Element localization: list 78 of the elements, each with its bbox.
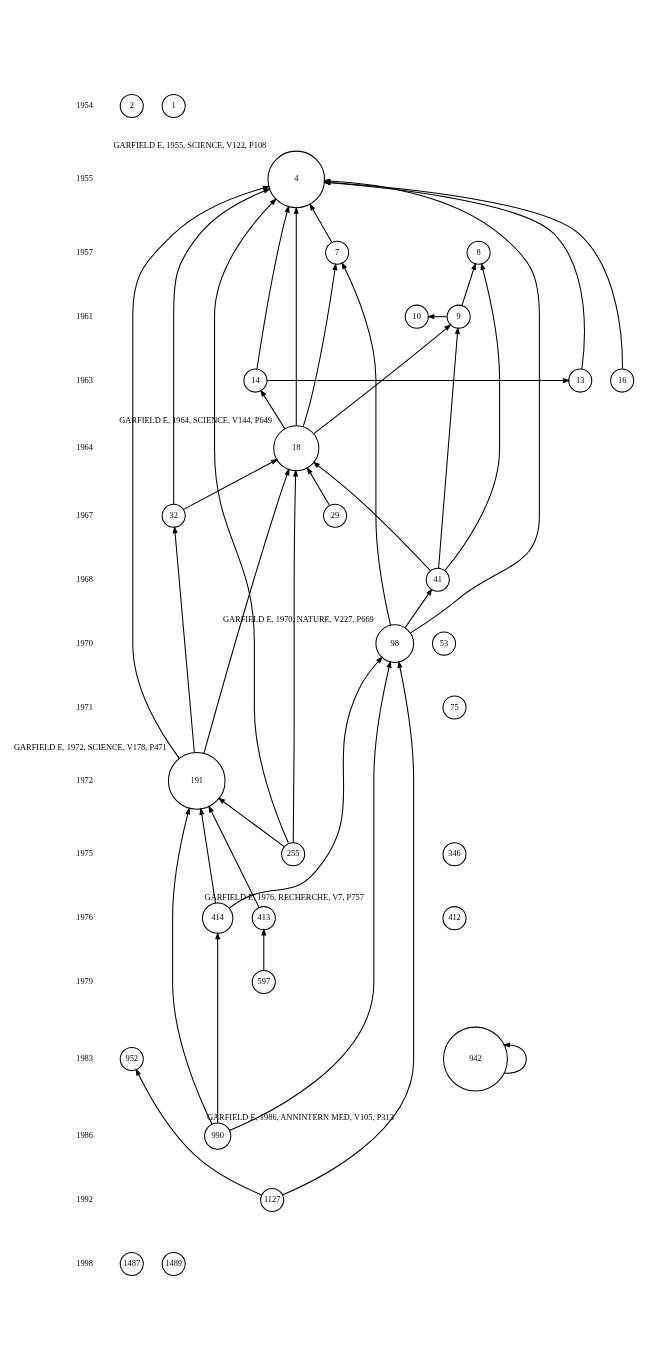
arrow	[215, 931, 221, 1123]
arrow	[229, 659, 392, 1131]
label: 1976	[76, 912, 93, 922]
arrow	[309, 202, 333, 243]
node-label: GARFIELD E, 1972, SCIENCE, V178, P471	[14, 742, 167, 752]
arrow	[183, 458, 279, 510]
arrow	[312, 461, 431, 571]
node-circle: 13	[568, 368, 593, 393]
arrow	[282, 660, 415, 1195]
arrow	[172, 806, 213, 1124]
arrow	[341, 261, 392, 626]
label: 1964	[76, 442, 93, 452]
arrow	[306, 466, 331, 506]
node-circle: 8	[466, 240, 491, 265]
label: 1998	[76, 1258, 93, 1268]
arrow	[256, 204, 290, 369]
arrow	[229, 655, 383, 908]
arrow	[427, 313, 448, 319]
node-circle: 1	[161, 93, 186, 118]
node-circle: 952	[119, 1046, 144, 1071]
label: 1967	[76, 510, 93, 520]
node-circle: 7	[325, 240, 350, 265]
label: 1979	[76, 976, 93, 986]
label: 1955	[76, 173, 93, 183]
arrow	[438, 326, 460, 568]
label: 1971	[76, 702, 93, 712]
label: 1970	[76, 638, 93, 648]
arrow	[322, 177, 540, 633]
arrow	[313, 323, 452, 434]
label: 1975	[76, 848, 93, 858]
node-circle: 346	[442, 841, 467, 866]
arrow	[261, 927, 267, 971]
node-circle: 597	[251, 969, 276, 994]
node-circle: 1127	[260, 1187, 285, 1212]
arrow	[214, 197, 290, 844]
node-circle: 53	[431, 631, 457, 656]
arrow	[260, 388, 286, 429]
arrow	[132, 185, 271, 759]
node-circle: 75	[442, 694, 467, 720]
arrow	[173, 188, 271, 505]
arrow	[302, 262, 338, 427]
node-circle: 2	[119, 93, 144, 118]
node-circle: 10	[404, 304, 429, 329]
label: 1968	[76, 574, 93, 584]
node-circle: 412	[442, 905, 467, 930]
label: 1986	[76, 1130, 93, 1140]
arrow	[292, 468, 299, 843]
arrow	[172, 525, 195, 753]
arrow	[404, 587, 433, 628]
label: 1954	[76, 100, 93, 110]
label: 1963	[76, 375, 93, 385]
node-circle: 16	[610, 368, 635, 393]
node-circle: 414	[201, 901, 234, 934]
node-circle: 41	[425, 567, 450, 592]
arrow	[293, 205, 299, 426]
node-circle: 255	[281, 841, 306, 866]
label: 1957	[76, 247, 93, 257]
arrow	[502, 1041, 527, 1074]
node-circle: 413	[251, 905, 276, 930]
node-circle: 1489	[161, 1251, 186, 1276]
label: 1961	[76, 311, 93, 321]
arrow	[217, 797, 285, 847]
arrow	[208, 804, 260, 908]
node-circle: 29	[323, 503, 348, 528]
node-circle: 1487	[119, 1251, 144, 1276]
arrow	[199, 806, 217, 903]
arrow	[461, 262, 476, 306]
arrow	[203, 467, 290, 754]
node-circle: 32	[161, 503, 186, 528]
label: 1972	[76, 775, 93, 785]
label: 1992	[76, 1194, 93, 1204]
node-label: GARFIELD E, 1955, SCIENCE, V122, P108	[113, 140, 267, 150]
arrow	[266, 377, 571, 383]
node-circle: 990	[204, 1122, 232, 1150]
arrow	[444, 262, 501, 571]
label: 1983	[76, 1053, 93, 1063]
node-circle: 14	[243, 368, 268, 393]
arrow	[135, 1067, 263, 1195]
